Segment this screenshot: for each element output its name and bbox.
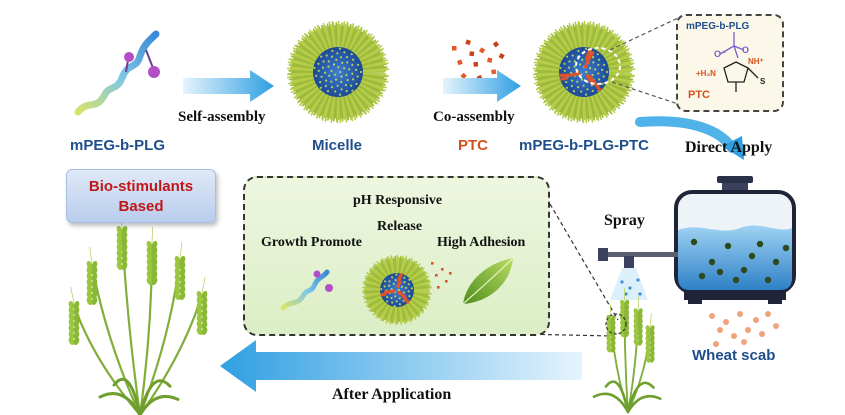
bio-stimulants-box: Bio-stimulants Based bbox=[66, 169, 216, 223]
inset-nh-label: NH⁺ bbox=[748, 57, 764, 66]
callout-line-upper bbox=[542, 191, 619, 321]
high-adhesion-label: High Adhesion bbox=[437, 235, 526, 250]
inset-nh3-label: +H₃N bbox=[696, 69, 716, 78]
zoom-circle bbox=[575, 47, 621, 85]
self-assembly-arrow bbox=[183, 70, 274, 102]
direct-apply-arrow bbox=[635, 116, 744, 160]
inset-o-minus-label: O⁻ bbox=[714, 49, 726, 59]
co-assembly-arrow bbox=[443, 70, 521, 102]
ph-responsive-label: pH Responsive bbox=[353, 193, 443, 208]
ptc-label: PTC bbox=[458, 137, 488, 154]
response-properties-box: pH Responsive Release Growth Promote Hig… bbox=[243, 176, 550, 336]
after-application-arrow bbox=[220, 340, 582, 392]
direct-apply-label: Direct Apply bbox=[685, 139, 773, 156]
release-label: Release bbox=[377, 219, 423, 234]
bio-stimulants-line1: Bio-stimulants bbox=[88, 178, 194, 195]
wheat-plant-left-icon bbox=[68, 211, 208, 415]
spray-label: Spray bbox=[604, 212, 645, 229]
zoom-line-top bbox=[609, 17, 679, 51]
mini-polymer-icon bbox=[280, 269, 333, 311]
ptc-particles-icon bbox=[452, 39, 505, 81]
inset-o-label: O bbox=[742, 45, 750, 55]
mini-micelle-icon bbox=[361, 254, 452, 326]
complex-label: mPEG-b-PLG-PTC bbox=[519, 137, 649, 154]
callout-circle bbox=[605, 313, 627, 335]
co-assembly-label: Co-assembly bbox=[433, 109, 515, 125]
growth-promote-label: Growth Promote bbox=[261, 235, 362, 250]
ptc-structure-inset: mPEG-b-PLG O O⁻ +H₃N NH⁺ S PTC bbox=[676, 14, 784, 112]
sprayer-tank-icon bbox=[598, 176, 796, 304]
inset-polymer-label: mPEG-b-PLG bbox=[686, 21, 750, 32]
polymer-chain-icon bbox=[74, 30, 160, 116]
wheat-scab-label: Wheat scab bbox=[692, 347, 776, 364]
ptc-structure-icon bbox=[719, 32, 759, 92]
leaf-icon bbox=[462, 257, 514, 305]
wheat-plant-right-icon bbox=[592, 287, 662, 414]
inset-ptc-label: PTC bbox=[688, 89, 710, 101]
polymer-label: mPEG-b-PLG bbox=[70, 137, 166, 154]
drug-loaded-micelle-icon bbox=[532, 20, 636, 124]
after-application-label: After Application bbox=[332, 386, 452, 403]
zoom-line-bottom bbox=[611, 81, 679, 105]
response-box-artwork bbox=[280, 254, 514, 326]
inset-s-label: S bbox=[760, 77, 766, 86]
fungus-spores-icon bbox=[709, 311, 779, 347]
bio-stimulants-line2: Based bbox=[118, 198, 164, 215]
micelle-label: Micelle bbox=[312, 137, 363, 154]
self-assembly-label: Self-assembly bbox=[178, 109, 266, 125]
micelle-icon bbox=[286, 20, 390, 124]
